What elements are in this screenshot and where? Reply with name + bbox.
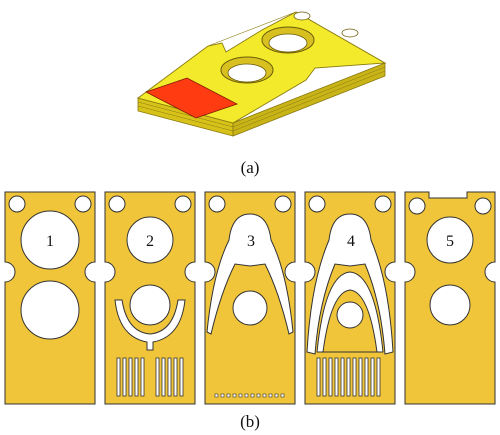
plate-2 xyxy=(104,191,196,405)
small-hole-left xyxy=(293,11,311,21)
caption-b: (b) xyxy=(240,412,260,431)
plate-3-dots xyxy=(214,393,285,398)
caption-a: (a) xyxy=(241,158,260,177)
stacked-plate-assembly xyxy=(136,11,387,137)
plate-3 xyxy=(204,191,296,405)
plate-label-5: 5 xyxy=(446,233,454,250)
plate-1 xyxy=(4,191,96,405)
plate-4 xyxy=(304,191,396,405)
plate-label-4: 4 xyxy=(347,233,355,250)
small-hole-right xyxy=(341,28,359,38)
plate-label-3: 3 xyxy=(247,233,255,250)
plate-label-1: 1 xyxy=(46,233,54,250)
plate-5 xyxy=(404,191,496,405)
plate-2-comb xyxy=(116,357,184,397)
plate-4-comb xyxy=(316,357,381,397)
stack-side-right xyxy=(232,62,386,137)
plate-label-2: 2 xyxy=(146,233,154,250)
red-contact-pad xyxy=(144,77,239,119)
